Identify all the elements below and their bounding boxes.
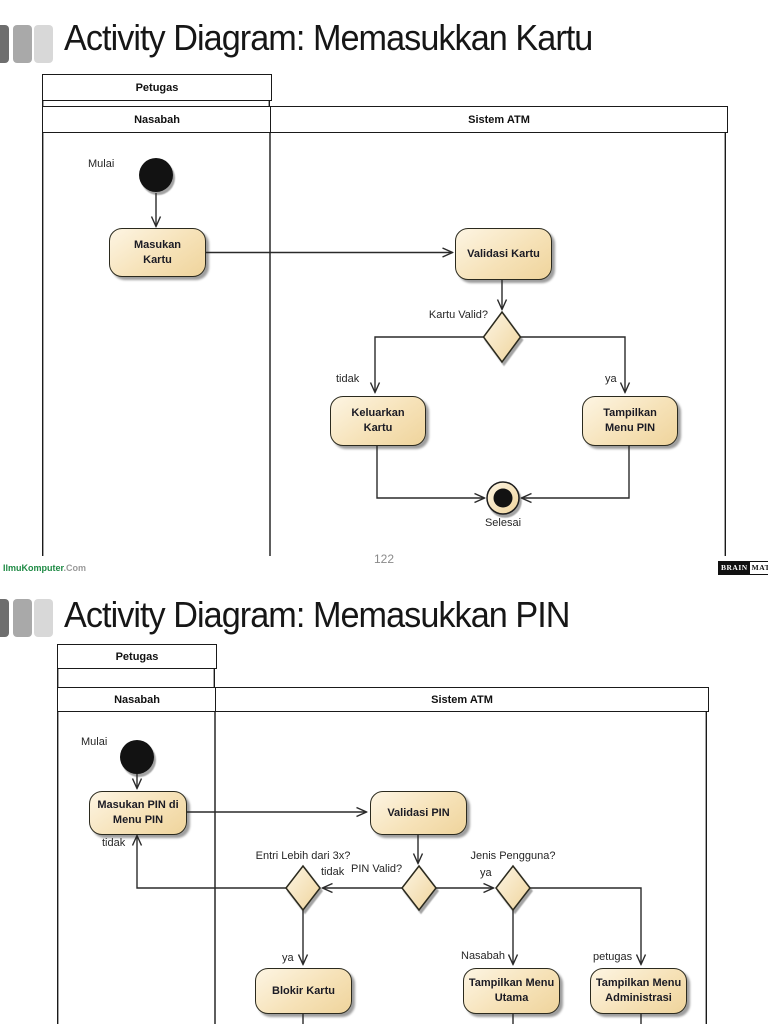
lane-header-nasabah: Nasabah: [57, 687, 217, 712]
activity-diagram-pin: [57, 667, 707, 1024]
lane-label: Petugas: [135, 81, 179, 94]
accent-square-dark: [0, 25, 9, 63]
final-node-dot: [493, 488, 513, 508]
lane-label: Sistem ATM: [468, 113, 530, 126]
activity-tampilkan-menu-utama: Tampilkan Menu Utama: [463, 968, 560, 1014]
lane-header-sistem-atm: Sistem ATM: [270, 106, 728, 133]
lane-header-sistem-atm: Sistem ATM: [215, 687, 709, 712]
lane-header-petugas: Petugas: [42, 74, 272, 101]
label-jenis-question: Jenis Pengguna?: [470, 850, 556, 862]
lane-label: Nasabah: [134, 113, 180, 126]
activity-validasi-kartu: Validasi Kartu: [455, 228, 552, 280]
logo-text-suffix: .Com: [63, 563, 87, 573]
label-mulai: Mulai: [88, 158, 115, 170]
slide1-title: Activity Diagram: Memasukkan Kartu: [64, 17, 593, 58]
activity-masukan-kartu: Masukan Kartu: [109, 228, 206, 277]
label-ya-entri: ya: [282, 952, 294, 964]
accent-square-mid: [13, 599, 32, 637]
label-petugas: petugas: [593, 951, 633, 963]
label-pin-valid-question: PIN Valid?: [351, 863, 403, 875]
decision-entri-lebih-3x: [285, 864, 321, 912]
lane-label: Petugas: [115, 650, 159, 663]
edge-decision-tidak: [375, 336, 484, 392]
label-tidak-loop: tidak: [102, 837, 126, 849]
label-ya: ya: [605, 373, 617, 385]
ilmukomputer-logo: IlmuKomputer.Com: [3, 563, 86, 573]
decision-pin-valid: [401, 864, 437, 912]
edge-keluarkan-to-end: [376, 444, 484, 498]
label-mulai: Mulai: [81, 736, 108, 748]
slide-memasukkan-pin: Activity Diagram: Memasukkan PIN: [0, 585, 768, 1024]
slide-memasukkan-kartu: Activity Diagram: Memasukkan Kartu: [0, 17, 768, 575]
swimlane-borders: [42, 99, 726, 556]
lane-label: Nasabah: [114, 693, 160, 706]
accent-square-light: [34, 599, 53, 637]
activity-blokir-kartu: Blokir Kartu: [255, 968, 352, 1014]
label-tidak-entri: tidak: [321, 866, 345, 878]
label-tidak: tidak: [336, 373, 360, 385]
brainmatics-logo: BRAINMATICS: [718, 561, 768, 575]
edge-entri-tidak-loop: [137, 836, 286, 889]
accent-square-dark: [0, 599, 9, 637]
decision-jenis-pengguna: [495, 864, 531, 912]
initial-node: [120, 740, 154, 774]
edge-jenis-petugas: [530, 887, 641, 964]
accent-square-light: [34, 25, 53, 63]
swimlane-borders: [57, 667, 707, 1024]
logo-brain: BRAIN: [719, 562, 750, 574]
page-number: 122: [373, 552, 395, 566]
activity-diagram-kartu: [42, 99, 726, 556]
lane-header-petugas: Petugas: [57, 644, 217, 669]
activity-tampilkan-menu-administrasi: Tampilkan Menu Administrasi: [590, 968, 687, 1014]
activity-keluarkan-kartu: Keluarkan Kartu: [330, 396, 426, 446]
logo-text-main: IlmuKomputer: [3, 563, 64, 573]
connectors: [137, 774, 641, 1024]
lane-header-nasabah: Nasabah: [42, 106, 272, 133]
decision-kartu-valid: [482, 310, 522, 364]
label-kartu-valid: Kartu Valid?: [428, 309, 488, 321]
edge-decision-ya: [520, 336, 626, 392]
edge-tampilkan-to-end: [522, 444, 630, 498]
logo-matics: MATICS: [749, 562, 768, 574]
label-entri-question: Entri Lebih dari 3x?: [255, 850, 351, 862]
slide2-title: Activity Diagram: Memasukkan PIN: [64, 594, 570, 635]
activity-validasi-pin: Validasi PIN: [370, 791, 467, 835]
label-nasabah: Nasabah: [461, 950, 506, 962]
connectors: [156, 193, 629, 498]
activity-masukan-pin: Masukan PIN di Menu PIN: [89, 791, 187, 835]
label-selesai: Selesai: [484, 517, 522, 529]
activity-tampilkan-menu-pin: Tampilkan Menu PIN: [582, 396, 678, 446]
accent-square-mid: [13, 25, 32, 63]
lane-label: Sistem ATM: [431, 693, 493, 706]
label-ya-pin-valid: ya: [480, 867, 492, 879]
initial-node: [139, 158, 173, 192]
